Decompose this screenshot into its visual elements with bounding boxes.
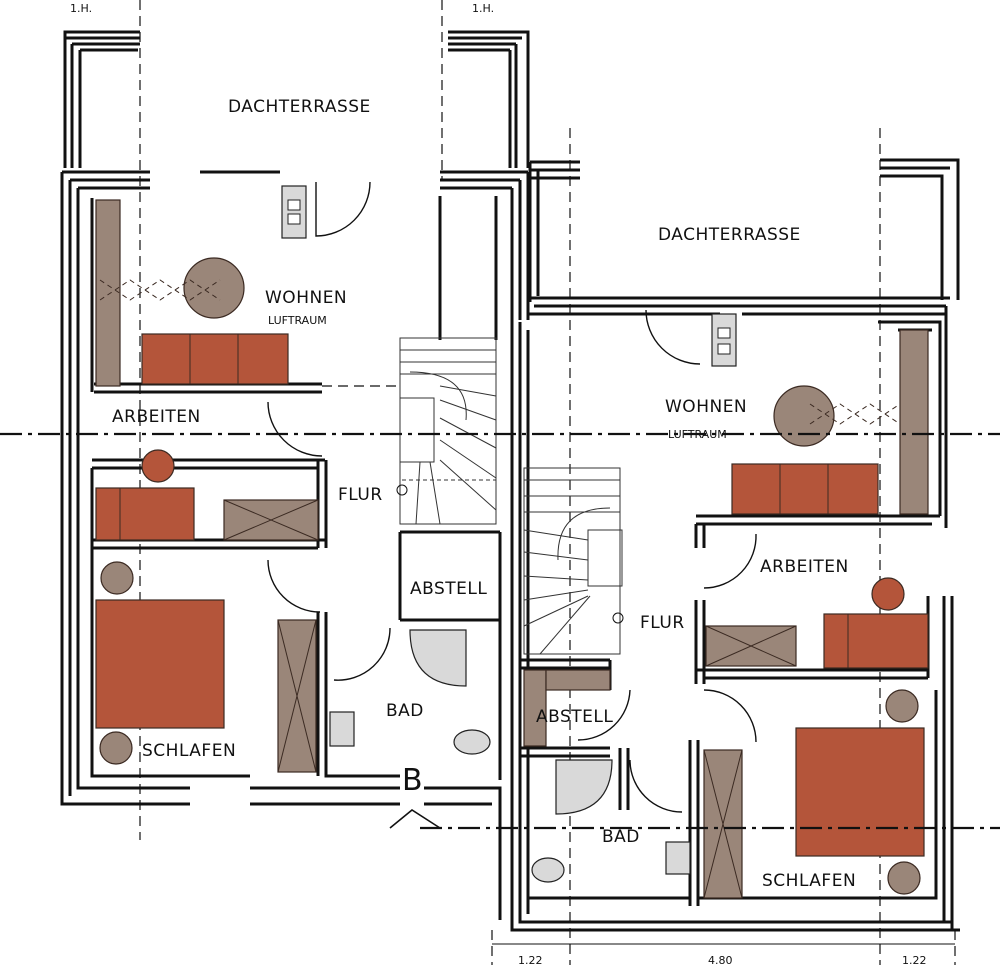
dimension-row: 1.22 4.80 1.22 [492,943,955,965]
left-hall-label: FLUR [338,485,383,505]
right-stove-icon [711,313,737,367]
left-desk [95,487,195,541]
left-height-marker: 1.H. [70,2,92,15]
right-wall-cabinet [899,329,929,515]
left-living-sub-label: LUFTRAUM [268,314,327,327]
left-study-label: ARBEITEN [112,407,201,427]
left-nightstand-top [100,561,134,595]
right-sink [665,841,691,875]
right-nightstand-top [885,689,919,723]
left-sofa [141,333,289,385]
left-living-label: WOHNEN [265,288,347,308]
left-sink [329,711,355,747]
dimension-middle: 4.80 [708,954,733,965]
left-bedroom-label: SCHLAFEN [142,741,236,761]
dimension-left: 1.22 [518,954,543,965]
right-nightstand-bottom [887,861,921,895]
left-shower [409,629,467,687]
left-storage-label: ABSTELL [410,579,487,599]
section-marker: B [402,763,423,798]
left-bath-label: BAD [386,701,424,721]
right-living-label: WOHNEN [665,397,747,417]
right-bedroom-label: SCHLAFEN [762,871,856,891]
right-bed [795,727,925,857]
right-desk [823,613,929,669]
left-stove-icon [281,185,307,239]
left-toilet [453,729,491,755]
left-nightstand-bottom [99,731,133,765]
left-table [183,257,245,319]
section-axes [0,432,1000,830]
right-unit: DACHTERRASSE [510,158,960,932]
right-storage-label: ABSTELL [536,707,613,727]
right-toilet [531,857,565,883]
right-height-marker: 1.H. [472,2,494,15]
right-shower [555,759,613,815]
right-terrace-label: DACHTERRASSE [658,225,801,245]
right-table [773,385,835,447]
left-unit: DACHTERRASSE [60,30,530,920]
right-stair [523,467,623,655]
left-terrace-label: DACHTERRASSE [228,97,371,117]
right-desk-chair [871,577,905,611]
right-storage-fill [523,669,547,747]
right-study-label: ARBEITEN [760,557,849,577]
left-stair [399,337,497,525]
left-desk-chair [141,449,175,483]
dimension-right: 1.22 [902,954,927,965]
right-bath-label: BAD [602,827,640,847]
right-hall-label: FLUR [640,613,685,633]
left-bed [95,599,225,729]
right-sofa [731,463,879,515]
left-wall-cabinet [95,199,121,387]
